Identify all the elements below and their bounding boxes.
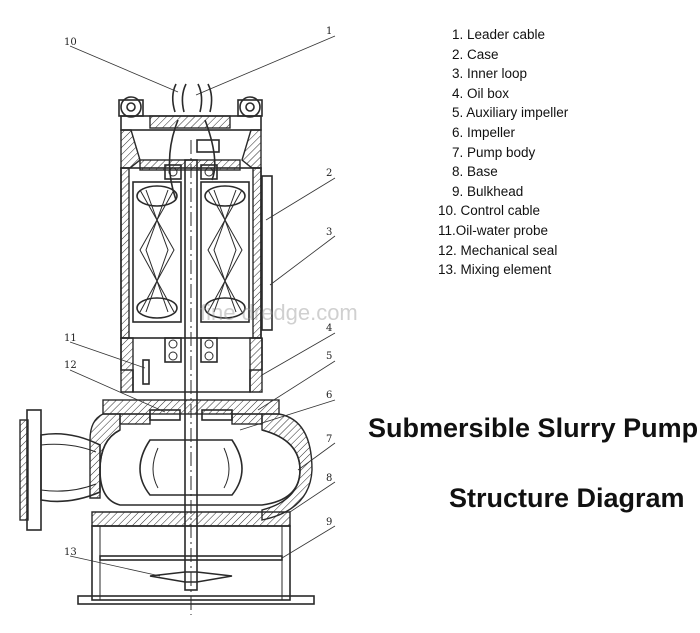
diagram-title: Submersible Slurry Pump — [368, 413, 699, 443]
legend-item: 9. Bulkhead — [452, 183, 524, 199]
callout-numbers: 1 2 3 4 5 6 7 8 9 10 11 12 13 — [64, 26, 332, 558]
legend-item: 4. Oil box — [452, 85, 510, 101]
legend-item: 11.Oil-water probe — [438, 222, 549, 238]
legend-item: 2. Case — [452, 46, 499, 62]
lifting-rings — [118, 96, 263, 118]
legend-item: 5. Auxiliary impeller — [452, 105, 569, 121]
callout-12: 12 — [64, 360, 77, 371]
callout-2: 2 — [326, 168, 332, 179]
bearings — [164, 164, 218, 363]
base — [77, 511, 315, 605]
stator-windings — [132, 181, 250, 323]
callout-5: 5 — [326, 351, 332, 362]
mixing-element — [149, 571, 233, 583]
shaft — [184, 140, 198, 615]
watermark-text: fine dredge.com — [200, 300, 358, 325]
outlet-flange — [19, 409, 101, 531]
callout-10: 10 — [64, 37, 77, 48]
leader-lines — [69, 35, 336, 577]
callout-1: 1 — [326, 26, 332, 37]
callout-7: 7 — [326, 434, 332, 445]
legend-item: 1. Leader cable — [452, 27, 546, 42]
callout-3: 3 — [326, 227, 332, 238]
parts-legend: 1. Leader cable 2. Case 3. Inner loop 4.… — [438, 25, 698, 280]
oil-box — [120, 337, 263, 393]
diagram-subtitle: Structure Diagram — [449, 483, 685, 513]
legend-item: 3. Inner loop — [452, 66, 528, 82]
legend-item: 8. Base — [452, 164, 498, 180]
pump-body — [89, 413, 313, 521]
top-cover — [120, 115, 262, 169]
legend-item: 13. Mixing element — [438, 262, 552, 278]
auxiliary-impeller — [102, 399, 280, 425]
callout-6: 6 — [326, 390, 332, 401]
callout-9: 9 — [326, 517, 332, 528]
legend-item: 10. Control cable — [438, 203, 541, 219]
callout-8: 8 — [326, 473, 332, 484]
callout-11: 11 — [64, 333, 77, 344]
callout-13: 13 — [64, 547, 77, 558]
legend-item: 12. Mechanical seal — [438, 242, 558, 258]
legend-item: 6. Impeller — [452, 124, 516, 140]
callout-4: 4 — [326, 323, 332, 334]
legend-item: 7. Pump body — [452, 144, 536, 160]
